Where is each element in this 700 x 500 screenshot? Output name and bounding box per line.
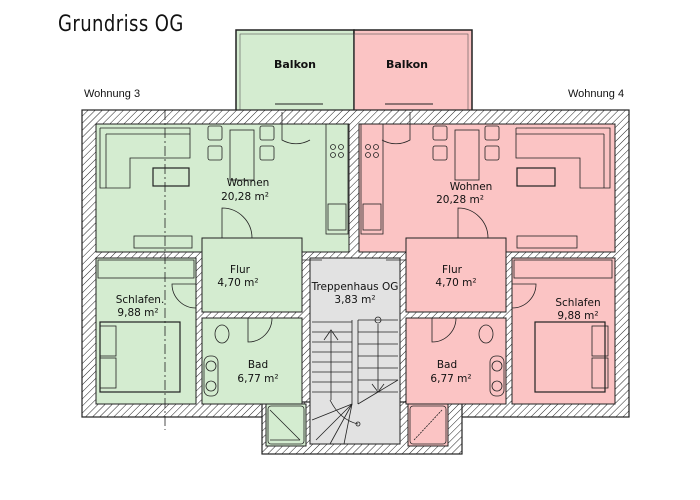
- room-name-balkon-4: Balkon: [386, 58, 428, 71]
- room-area-schlafen-3: 9,88 m²: [117, 307, 158, 319]
- room-area-treppenhaus: 3,83 m²: [334, 294, 375, 306]
- room-area-bad-3: 6,77 m²: [237, 373, 278, 385]
- room-name-treppenhaus: Treppenhaus OG: [311, 281, 399, 293]
- balkon-wohnung-4: [353, 29, 473, 113]
- room-area-flur-3: 4,70 m²: [217, 277, 258, 289]
- room-name-bad-4: Bad: [437, 359, 457, 371]
- wohnung-3-area: [95, 123, 350, 447]
- treppenhaus: Treppenhaus OG 3,83 m²: [309, 257, 401, 445]
- plan-title: Grundriss OG: [58, 12, 184, 37]
- unit-label-wohnung-4: Wohnung 4: [568, 88, 625, 100]
- room-name-schlafen-3: Schlafen.: [116, 294, 165, 306]
- furniture-wohnung-4: [360, 112, 613, 397]
- room-name-schlafen-4: Schlafen: [555, 297, 600, 309]
- room-name-flur-4: Flur: [442, 264, 463, 276]
- room-area-wohnen-4: 20,28 m²: [436, 194, 484, 206]
- room-area-schlafen-4: 9,88 m²: [557, 310, 598, 322]
- unit-label-wohnung-3: Wohnung 3: [84, 88, 141, 100]
- room-name-wohnen-4: Wohnen: [450, 181, 493, 193]
- room-name-wohnen-3: Wohnen: [227, 177, 270, 189]
- room-name-balkon-3: Balkon: [274, 58, 316, 71]
- room-area-bad-4: 6,77 m²: [430, 373, 471, 385]
- room-area-flur-4: 4,70 m²: [435, 277, 476, 289]
- balkon-wohnung-3: [235, 29, 355, 113]
- room-name-bad-3: Bad: [248, 359, 268, 371]
- furniture-wohnung-3: [97, 110, 349, 430]
- room-area-wohnen-3: 20,28 m²: [221, 191, 269, 203]
- room-name-flur-3: Flur: [230, 264, 251, 276]
